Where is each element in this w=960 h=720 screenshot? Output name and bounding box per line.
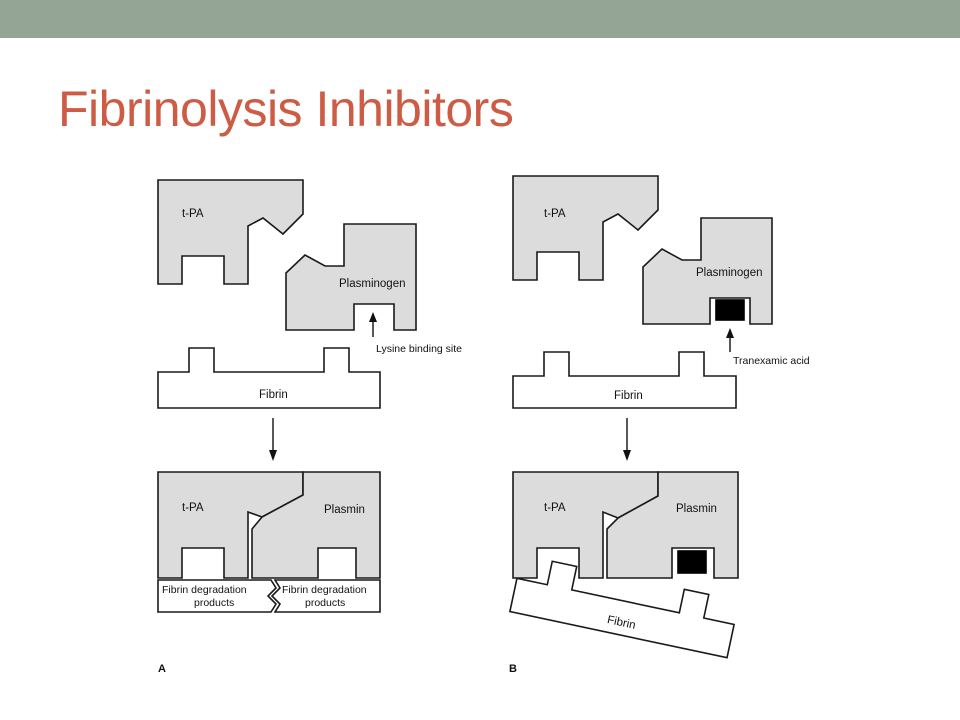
tpa-bottom-label-b: t-PA: [544, 502, 566, 514]
panel-a-label: A: [158, 663, 166, 675]
fibrin-label-a: Fibrin: [259, 389, 288, 401]
panel-b-label: B: [509, 663, 517, 675]
plasmin-shape-b: [606, 471, 739, 579]
plasminogen-label-b: Plasminogen: [696, 267, 762, 279]
tpa-label-b: t-PA: [544, 208, 566, 220]
fdp-right-label-line2: products: [305, 597, 345, 609]
tpa-bottom-label-a: t-PA: [182, 502, 204, 514]
tranexamic-block-top: [715, 299, 745, 321]
plasmin-label-b: Plasmin: [676, 503, 717, 515]
tranexamic-arrow-head: [726, 328, 734, 338]
plasminogen-label-a: Plasminogen: [339, 278, 405, 290]
fibrin-shape-b: [512, 351, 737, 409]
plasminogen-shape-b: [642, 217, 773, 325]
reaction-arrow-b-head: [623, 450, 631, 461]
tpa-shape-a: [157, 179, 304, 285]
fibrin-detached-shape: [508, 560, 736, 659]
slide-title: Fibrinolysis Inhibitors: [58, 81, 514, 137]
fibrin-shape-a: [157, 347, 381, 409]
fdp-right-label-line1: Fibrin degradation: [282, 584, 367, 596]
fibrin-detached-label: Fibrin: [606, 614, 637, 632]
fibrin-detached-group: Fibrin: [508, 560, 736, 659]
tpa-shape-b: [512, 175, 659, 281]
panel-a: t-PA Plasminogen Lysine binding site Fib…: [157, 179, 462, 675]
plasminogen-shape-a: [285, 223, 417, 331]
tranexamic-label: Tranexamic acid: [733, 355, 810, 367]
fdp-right-shape: [270, 579, 381, 613]
fdp-left-label-line1: Fibrin degradation: [162, 584, 247, 596]
plasmin-shape-a: [251, 471, 381, 579]
panel-b: t-PA Plasminogen Tranexamic acid Fibrin …: [508, 175, 810, 675]
lysine-site-label: Lysine binding site: [376, 343, 462, 355]
fdp-left-shape: [157, 579, 278, 613]
plasmin-label-a: Plasmin: [324, 504, 365, 516]
lysine-arrow-head: [369, 312, 377, 322]
top-accent-bar: [0, 0, 960, 38]
tranexamic-block-bottom: [677, 550, 707, 574]
fibrin-label-b: Fibrin: [614, 390, 643, 402]
reaction-arrow-a-head: [269, 450, 277, 461]
tpa-label-a: t-PA: [182, 208, 204, 220]
fdp-left-label-line2: products: [194, 597, 234, 609]
